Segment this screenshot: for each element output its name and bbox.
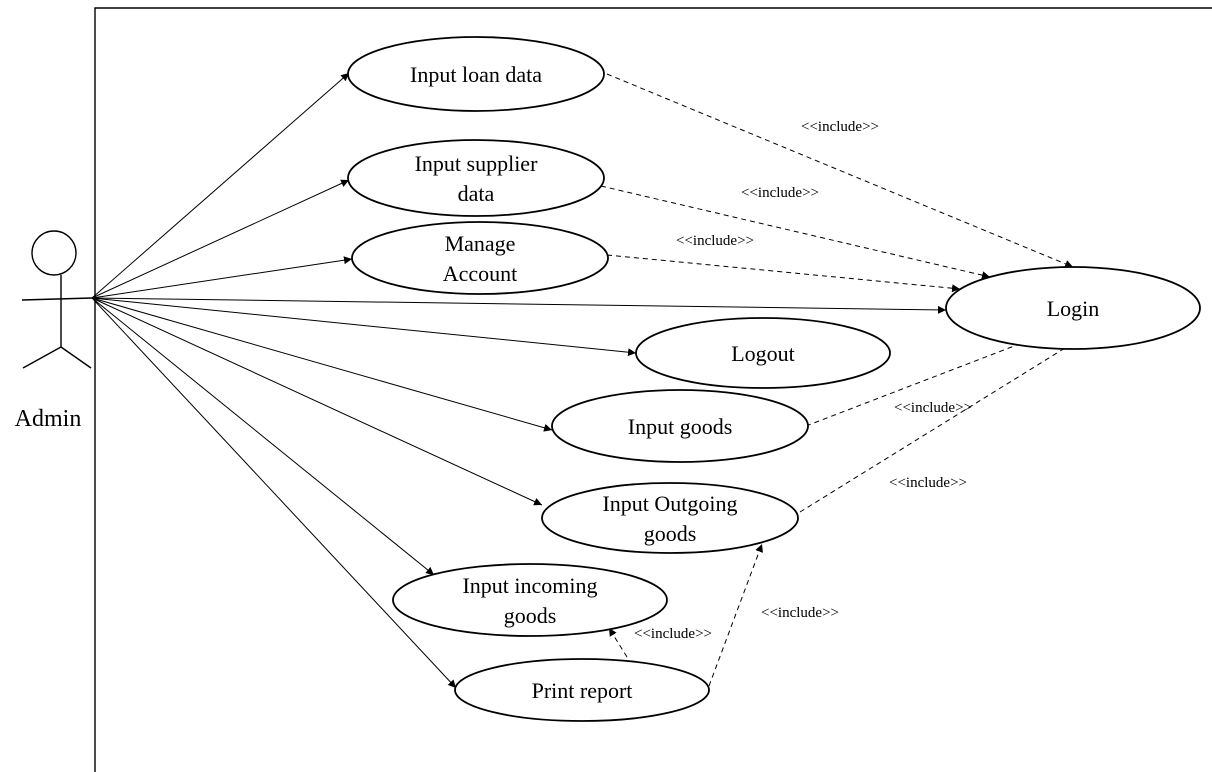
include-label: <<include>> (741, 185, 819, 201)
include-label: <<include>> (676, 233, 754, 249)
actor-head (31, 230, 77, 276)
actor-admin: Admin (15, 230, 93, 432)
association-input-loan-data (91, 72, 350, 299)
actor-label: Admin (15, 406, 82, 432)
include-arrow-input-goods-to-login (805, 337, 1036, 427)
actor-right-leg (60, 346, 92, 369)
association-logout (91, 297, 637, 357)
use-case-label: Input goods (628, 414, 733, 439)
use-case-ellipse (347, 139, 605, 217)
include-layer: <<include>> <<include>> <<include>> <<inclu… (600, 73, 1079, 687)
association-manage-account (91, 256, 353, 299)
include-label: <<include>> (801, 119, 879, 135)
use-case-ellipse (347, 36, 605, 112)
use-case-ellipse (945, 266, 1201, 350)
system-boundary (94, 7, 1212, 772)
use-case-label: Logout (731, 341, 795, 366)
association-input-goods (91, 297, 553, 432)
use-case-label: Login (1047, 296, 1100, 321)
use-case-label: goods (504, 603, 557, 628)
use-case-label: Print report (532, 678, 633, 703)
use-case-input-loan-data: Input loan data (347, 36, 605, 112)
include-label: <<include>> (894, 400, 972, 416)
include-arrow-input-outgoing-goods-to-login (799, 339, 1079, 513)
use-case-label: Account (443, 261, 518, 286)
use-case-label: data (458, 181, 495, 206)
include-arrow-print-report-to-input-outgoing-goods (708, 543, 763, 687)
association-input-incoming-goods (91, 297, 435, 576)
use-case-print-report: Print report (454, 658, 710, 722)
include-label: <<include>> (761, 605, 839, 621)
use-case-input-incoming-goods: Input incoming goods (392, 563, 668, 637)
include-label: <<include>> (634, 626, 712, 642)
use-case-label: Input supplier (415, 151, 538, 176)
include-arrow-input-supplier-data-to-login (600, 185, 991, 280)
use-case-label: Input incoming (462, 573, 597, 598)
use-case-label: Input Outgoing (602, 491, 737, 516)
association-input-supplier-data (91, 179, 350, 299)
use-case-ellipse (351, 221, 609, 295)
actor-arms (21, 297, 93, 301)
use-case-ellipse (635, 317, 891, 389)
use-case-input-goods: Input goods (551, 389, 809, 463)
use-case-login: Login (945, 266, 1201, 350)
use-case-input-outgoing-goods: Input Outgoing goods (541, 482, 799, 554)
association-login (91, 297, 947, 314)
association-input-outgoing-goods (91, 297, 543, 506)
association-layer (91, 72, 947, 689)
use-case-ellipse (541, 482, 799, 554)
use-case-logout: Logout (635, 317, 891, 389)
include-label: <<include>> (889, 475, 967, 491)
use-case-ellipse (454, 658, 710, 722)
use-case-ellipse (392, 563, 668, 637)
include-arrow-input-loan-data-to-login (606, 73, 1074, 268)
use-case-label: Manage (445, 231, 516, 256)
use-case-ellipse (551, 389, 809, 463)
include-arrow-manage-account-to-login (606, 254, 961, 293)
use-case-label: goods (644, 521, 697, 546)
actor-left-leg (22, 346, 62, 369)
association-print-report (91, 297, 457, 689)
use-case-input-supplier-data: Input supplier data (347, 139, 605, 217)
include-arrow-print-report-to-input-incoming-goods (608, 627, 628, 658)
use-case-label: Input loan data (410, 62, 542, 87)
